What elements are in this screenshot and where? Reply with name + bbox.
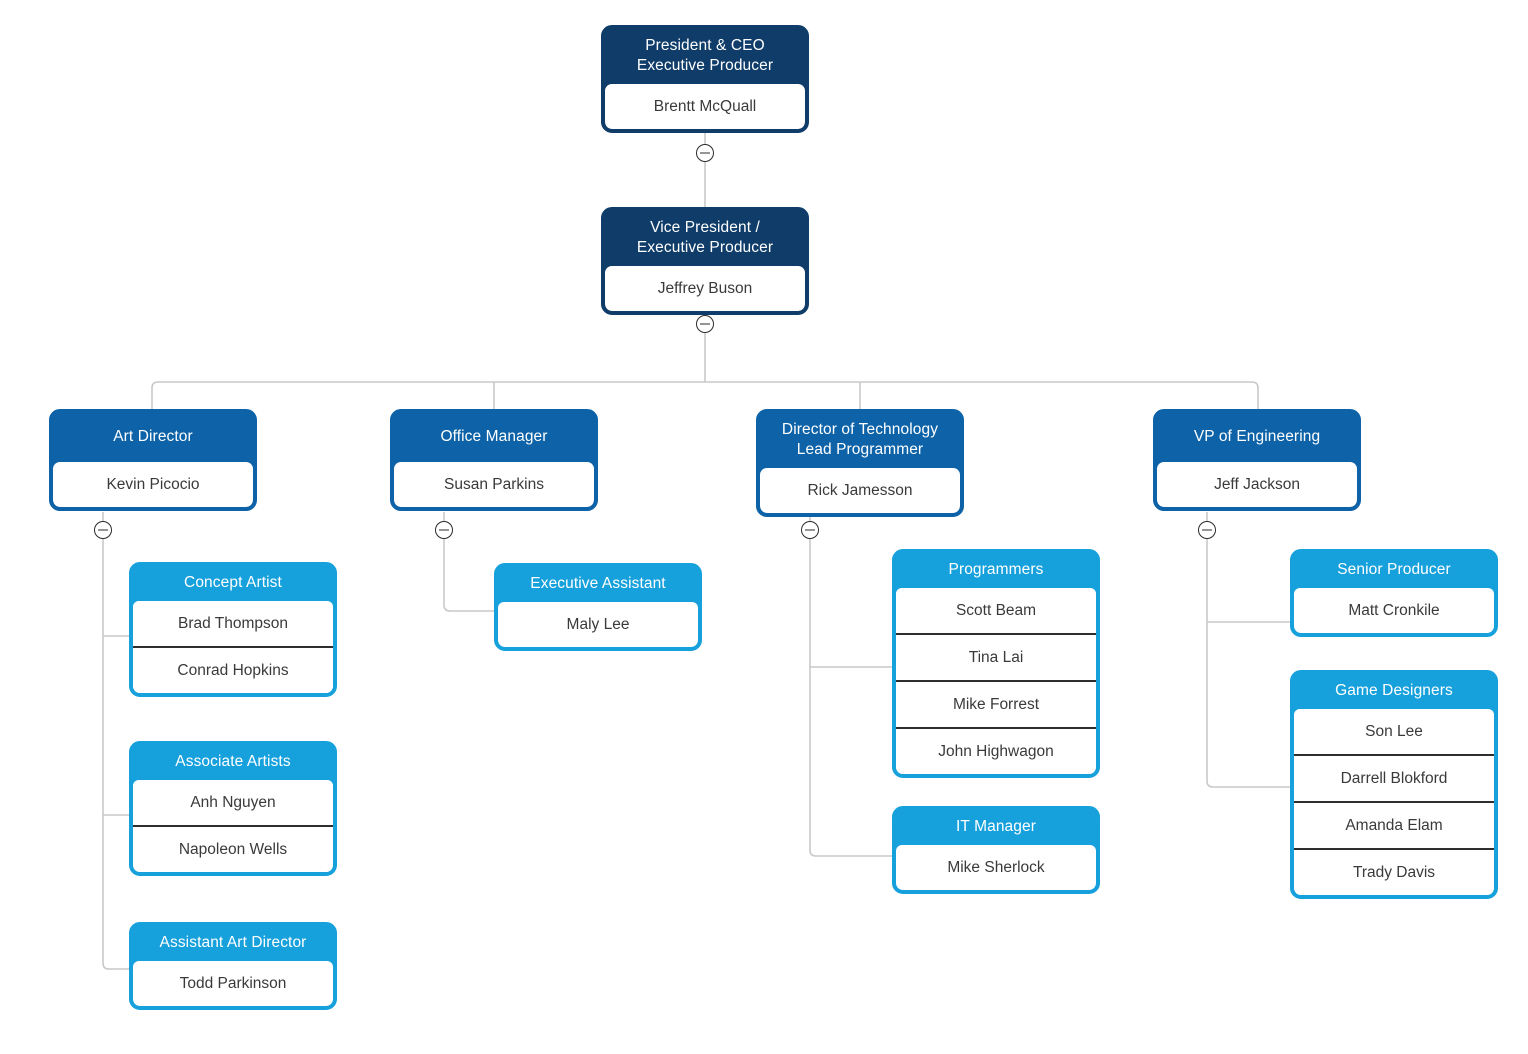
node-name-row[interactable]: Maly Lee — [498, 602, 698, 647]
node-concept-artist[interactable]: Concept Artist Brad Thompson Conrad Hopk… — [129, 562, 337, 697]
node-programmers[interactable]: Programmers Scott Beam Tina Lai Mike For… — [892, 549, 1100, 778]
connector-art-director-trunk — [102, 539, 129, 970]
node-title: Programmers — [896, 553, 1096, 588]
node-title-line: President & CEO — [645, 37, 765, 54]
node-name-row[interactable]: Anh Nguyen — [133, 780, 333, 825]
node-body: Scott Beam Tina Lai Mike Forrest John Hi… — [896, 588, 1096, 774]
node-name-row[interactable]: Jeffrey Buson — [605, 266, 805, 311]
node-name-row[interactable]: Trady Davis — [1294, 848, 1494, 895]
node-title-line: VP of Engineering — [1193, 428, 1321, 445]
node-name-row[interactable]: John Highwagon — [896, 727, 1096, 774]
node-title-line: Executive Producer — [636, 57, 774, 74]
node-body: Maly Lee — [498, 602, 698, 647]
node-vice-president[interactable]: Vice President / Executive Producer Jeff… — [601, 207, 809, 315]
node-title-line: Associate Artists — [175, 753, 291, 770]
toggle-office-manager-minus-circle-icon[interactable] — [435, 521, 453, 539]
node-title: Concept Artist — [133, 566, 333, 601]
node-name-row[interactable]: Susan Parkins — [394, 462, 594, 507]
node-body: Rick Jamesson — [760, 468, 960, 513]
node-name-row[interactable]: Napoleon Wells — [133, 825, 333, 872]
node-name-row[interactable]: Todd Parkinson — [133, 961, 333, 1006]
node-associate-artists[interactable]: Associate Artists Anh Nguyen Napoleon We… — [129, 741, 337, 876]
node-name-row[interactable]: Conrad Hopkins — [133, 646, 333, 693]
node-director-of-technology[interactable]: Director of Technology Lead Programmer R… — [756, 409, 964, 517]
node-body: Jeffrey Buson — [605, 266, 805, 311]
node-title: Senior Producer — [1294, 553, 1494, 588]
node-body: Susan Parkins — [394, 462, 594, 507]
toggle-president-minus-circle-icon[interactable] — [696, 144, 714, 162]
node-name-row[interactable]: Amanda Elam — [1294, 801, 1494, 848]
node-name-row[interactable]: Scott Beam — [896, 588, 1096, 633]
node-title-line: Game Designers — [1335, 682, 1453, 699]
node-title: Executive Assistant — [498, 567, 698, 602]
node-president-ceo[interactable]: President & CEO Executive Producer Brent… — [601, 25, 809, 133]
node-vp-of-engineering[interactable]: VP of Engineering Jeff Jackson — [1153, 409, 1361, 511]
node-assistant-art-director[interactable]: Assistant Art Director Todd Parkinson — [129, 922, 337, 1010]
node-name-row[interactable]: Matt Cronkile — [1294, 588, 1494, 633]
node-game-designers[interactable]: Game Designers Son Lee Darrell Blokford … — [1290, 670, 1498, 899]
node-title-line: Executive Producer — [636, 239, 774, 256]
node-title-line: Vice President / — [650, 219, 760, 236]
node-body: Brad Thompson Conrad Hopkins — [133, 601, 333, 693]
connector-vp-eng-trunk — [1206, 539, 1290, 788]
node-title-line: Lead Programmer — [796, 441, 924, 458]
connector-bus-level2 — [151, 381, 1259, 409]
node-title: Office Manager — [394, 413, 594, 462]
node-title-line: Senior Producer — [1337, 561, 1451, 578]
node-title-line: Executive Assistant — [530, 575, 666, 592]
node-name-row[interactable]: Mike Sherlock — [896, 845, 1096, 890]
connector-director-tech-trunk — [809, 539, 892, 857]
node-title: Associate Artists — [133, 745, 333, 780]
node-body: Matt Cronkile — [1294, 588, 1494, 633]
node-title: Game Designers — [1294, 674, 1494, 709]
node-title: Vice President / Executive Producer — [605, 211, 805, 266]
node-office-manager[interactable]: Office Manager Susan Parkins — [390, 409, 598, 511]
node-name-row[interactable]: Tina Lai — [896, 633, 1096, 680]
toggle-vp-of-engineering-minus-circle-icon[interactable] — [1198, 521, 1216, 539]
node-title-line: Assistant Art Director — [159, 934, 307, 951]
node-title: Assistant Art Director — [133, 926, 333, 961]
node-body: Todd Parkinson — [133, 961, 333, 1006]
node-name-row[interactable]: Darrell Blokford — [1294, 754, 1494, 801]
connector-office-manager-to-exec-assistant — [443, 539, 494, 612]
node-body: Anh Nguyen Napoleon Wells — [133, 780, 333, 872]
node-title-line: Office Manager — [440, 428, 548, 445]
node-title: Art Director — [53, 413, 253, 462]
toggle-art-director-minus-circle-icon[interactable] — [94, 521, 112, 539]
node-body: Mike Sherlock — [896, 845, 1096, 890]
toggle-director-of-technology-minus-circle-icon[interactable] — [801, 521, 819, 539]
node-name-row[interactable]: Rick Jamesson — [760, 468, 960, 513]
node-body: Son Lee Darrell Blokford Amanda Elam Tra… — [1294, 709, 1494, 895]
node-body: Jeff Jackson — [1157, 462, 1357, 507]
node-body: Brentt McQuall — [605, 84, 805, 129]
node-title-line: Director of Technology — [781, 421, 939, 438]
node-senior-producer[interactable]: Senior Producer Matt Cronkile — [1290, 549, 1498, 637]
node-name-row[interactable]: Son Lee — [1294, 709, 1494, 754]
node-title-line: Art Director — [113, 428, 193, 445]
node-name-row[interactable]: Kevin Picocio — [53, 462, 253, 507]
node-name-row[interactable]: Brad Thompson — [133, 601, 333, 646]
node-title: IT Manager — [896, 810, 1096, 845]
node-name-row[interactable]: Brentt McQuall — [605, 84, 805, 129]
node-title: Director of Technology Lead Programmer — [760, 413, 960, 468]
node-title: VP of Engineering — [1157, 413, 1357, 462]
node-name-row[interactable]: Mike Forrest — [896, 680, 1096, 727]
node-name-row[interactable]: Jeff Jackson — [1157, 462, 1357, 507]
node-title: President & CEO Executive Producer — [605, 29, 805, 84]
node-body: Kevin Picocio — [53, 462, 253, 507]
node-it-manager[interactable]: IT Manager Mike Sherlock — [892, 806, 1100, 894]
node-art-director[interactable]: Art Director Kevin Picocio — [49, 409, 257, 511]
node-executive-assistant[interactable]: Executive Assistant Maly Lee — [494, 563, 702, 651]
node-title-line: Concept Artist — [184, 574, 282, 591]
toggle-vice-president-minus-circle-icon[interactable] — [696, 315, 714, 333]
node-title-line: Programmers — [948, 561, 1044, 578]
node-title-line: IT Manager — [956, 818, 1036, 835]
